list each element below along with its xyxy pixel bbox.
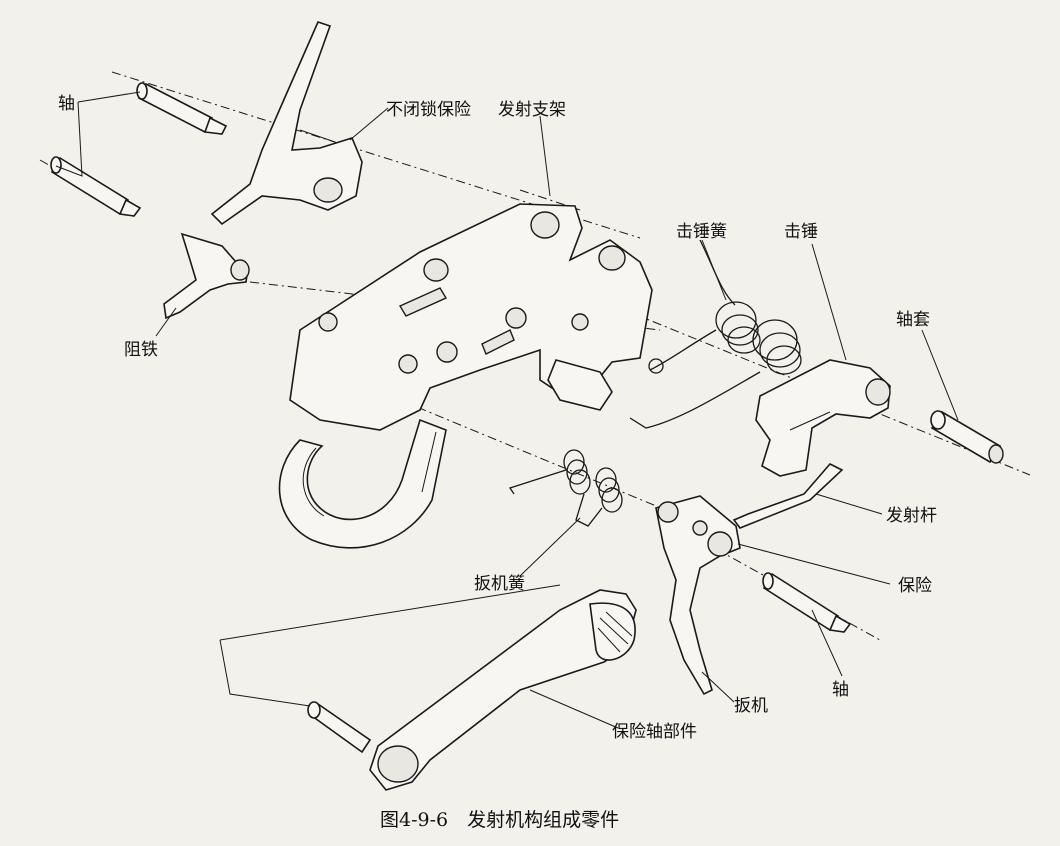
axis-line-5 xyxy=(399,399,691,521)
trigger-spring-part xyxy=(508,449,623,527)
sleeve-part xyxy=(930,410,1004,464)
figure-caption: 图4-9-6 发射机构组成零件 xyxy=(380,809,620,831)
label-firing-rod: 发射杆 xyxy=(886,506,937,526)
safety-shaft-assembly-part xyxy=(219,584,637,791)
firing-rod-part xyxy=(732,463,844,529)
label-shaft-top: 轴 xyxy=(58,94,75,114)
label-safety-shaft-assembly: 保险轴部件 xyxy=(612,722,697,742)
leader-shaft-top-2 xyxy=(55,101,83,177)
leader-safety xyxy=(737,543,891,585)
trigger-part xyxy=(655,495,741,696)
label-hammer: 击锤 xyxy=(784,222,818,242)
label-hammer-spring: 击锤簧 xyxy=(676,222,727,242)
trigger-guard-part xyxy=(278,418,447,549)
leader-sear xyxy=(155,307,177,337)
label-firing-bracket: 发射支架 xyxy=(498,100,566,120)
leader-firing-rod xyxy=(815,493,883,515)
label-sear: 阻铁 xyxy=(124,340,158,360)
leader-hammer xyxy=(811,243,847,361)
label-trigger: 扳机 xyxy=(734,696,768,716)
label-safety: 保险 xyxy=(898,576,932,596)
shaft-part-2 xyxy=(50,156,142,217)
shaft-part-1 xyxy=(136,82,228,135)
no-lock-safety-part xyxy=(210,21,363,226)
leader-trigger-spring xyxy=(519,517,581,577)
leader-trigger xyxy=(701,671,735,703)
sear-part xyxy=(163,232,250,320)
hammer-part xyxy=(755,359,891,477)
hammer-spring-part xyxy=(629,239,802,429)
leader-no-lock-safety xyxy=(349,107,389,141)
shaft-part-3 xyxy=(762,572,852,633)
firing-bracket-part xyxy=(289,203,653,431)
leader-sleeve xyxy=(921,329,959,421)
label-sleeve: 轴套 xyxy=(896,310,930,330)
leader-hammer-spring xyxy=(701,239,727,301)
label-shaft-bottom: 轴 xyxy=(832,680,849,700)
label-trigger-spring: 扳机簧 xyxy=(474,574,525,594)
leader-shaft-bottom xyxy=(811,609,843,677)
leader-safety-shaft xyxy=(529,689,619,729)
leader-bracket xyxy=(539,115,551,197)
label-no-lock-safety: 不闭锁保险 xyxy=(386,100,471,120)
leader-shaft-top-1 xyxy=(77,91,141,103)
